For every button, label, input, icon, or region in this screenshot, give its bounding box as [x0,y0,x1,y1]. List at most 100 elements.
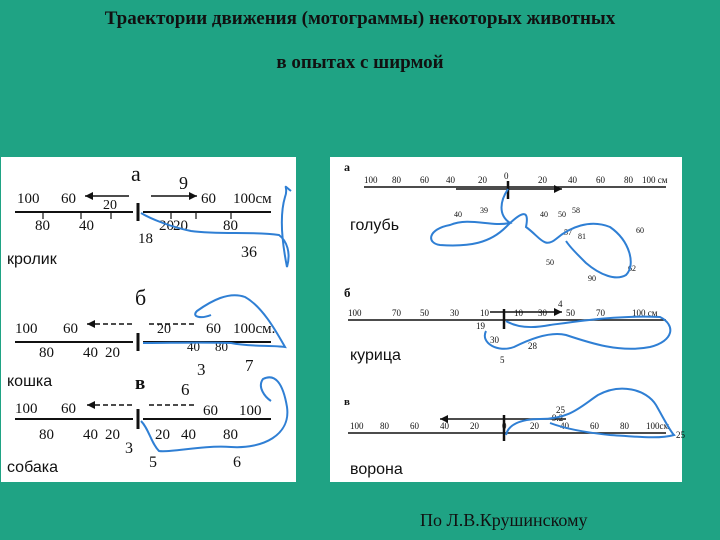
ra-tick-2: 60 [420,175,430,185]
rc-arrowhead [440,415,448,423]
rc-tick-1: 80 [380,421,390,431]
c-tick-top-1: 60 [61,401,76,417]
rc-tick-7: 40 [560,421,570,431]
ra-trajectory [430,188,632,279]
rb-tick-9: 100 см [632,308,658,318]
b-letter: б [135,285,146,310]
b-n2: 7 [245,356,254,375]
rc-tick-3: 40 [440,421,450,431]
rb-arrowhead [554,308,562,316]
rb-num-2: 30 [490,335,500,345]
rc-tick-0: 100 [350,421,364,431]
c-tick-top-3: 100 [239,403,262,419]
rc-trajectory [505,387,676,439]
rb-tick-4: 10 [480,308,490,318]
c-tick-bot-3: 20 [155,427,170,443]
a-tick-bot-1: 40 [79,218,94,234]
ra-nums: 40 39 40 50 58 57 81 60 62 50 90 [454,206,644,283]
b-n1: 3 [197,360,206,379]
a-tick-bot-2: 80 [223,218,238,234]
b-tick-top-1: 60 [63,321,78,337]
a-near: 20 [103,198,117,213]
animal-label-dog: собака [7,459,59,476]
rc-tick-2: 60 [410,421,420,431]
a-tick-top-2: 60 [201,191,216,207]
ra-tick-4: 20 [478,175,488,185]
ra-num-0: 40 [454,210,462,219]
ra-tick-6: 20 [538,175,548,185]
ra-num-10: 90 [588,274,596,283]
rb-tick-2: 50 [420,308,430,318]
rc-tick-4: 20 [470,421,480,431]
a-arrowhead-left [85,192,93,200]
b-tick-top-0: 100 [15,321,38,337]
animal-label-cat: кошка [7,373,53,390]
a-tick-top-3: 100см [233,191,272,207]
c-n3: 5 [149,454,157,471]
rb-nums: 4 19 30 28 5 [476,299,563,365]
rb-trajectory [483,315,672,350]
rc-num-2: 25 [676,430,686,440]
rb-num-3: 28 [528,341,538,351]
ra-tick-8: 60 [596,175,606,185]
c-tick-bot-4: 40 [181,427,196,443]
rb-tick-8: 70 [596,308,606,318]
b-tick-bot-4: 80 [215,339,228,354]
c-tick-top-0: 100 [15,401,38,417]
rb-num-4: 5 [500,355,505,365]
credit: По Л.В.Крушинскому [420,510,588,530]
right-diagram: а 100 80 60 40 20 0 20 40 60 80 100 см 4… [344,160,686,441]
ra-num-4: 58 [572,206,580,215]
b-tick-bot-2: 20 [105,345,120,361]
left-diagram: а 100 60 9 60 100см 20 80 40 20 20 80 18… [15,161,292,471]
c-tick-bot-2: 20 [105,427,120,443]
c-tick-top-2: 60 [203,403,218,419]
c-n1: 6 [181,380,190,399]
a-arrowhead-right [189,192,197,200]
b-tick-bot-0: 80 [39,345,54,361]
a-letter: а [131,161,141,186]
rb-tick-7: 50 [566,308,576,318]
a-tick-bot-0: 80 [35,218,50,234]
rb-tick-6: 30 [538,308,548,318]
c-tick-bot-1: 40 [83,427,98,443]
rb-tick-3: 30 [450,308,460,318]
ra-tick-10: 100 см [642,175,668,185]
animal-label-rabbit: кролик [7,251,57,268]
a-extra: 36 [241,244,257,261]
ra-letter: а [344,160,350,174]
ra-num-5: 57 [564,228,572,237]
title-line-2: в опытах с ширмой [276,52,444,73]
rc-ticks: 100 80 60 40 20 0 20 40 60 80 100см [350,421,669,431]
a-tick-mid-1: 20 [173,218,188,234]
rb-num-1: 19 [476,321,486,331]
ra-num-1: 39 [480,206,488,215]
ra-num-3: 50 [558,210,566,219]
ra-tick-7: 40 [568,175,578,185]
rb-tick-0: 100 [348,308,362,318]
rb-tick-1: 70 [392,308,402,318]
rc-tick-10: 100см [646,421,669,431]
c-trajectory [140,376,289,453]
a-tick-top-1: 60 [61,191,76,207]
b-tick-bot-3: 40 [187,339,200,354]
ra-num-8: 62 [628,264,636,273]
title-line-1: Траектории движения (мотограммы) некотор… [104,8,616,29]
rc-tick-6: 20 [530,421,540,431]
a-num: 9 [179,173,188,193]
c-n2: 3 [125,440,133,457]
rb-tick-5: 10 [514,308,524,318]
b-tick-top-4: 100см. [233,321,275,337]
ra-ticks: 100 80 60 40 20 0 20 40 60 80 100 см [364,171,668,185]
c-tick-bot-5: 80 [223,427,238,443]
ra-num-9: 50 [546,258,554,267]
rb-ticks: 100 70 50 30 10 10 30 50 70 100 см [348,308,658,318]
ra-tick-0: 100 [364,175,378,185]
left-panel: а 100 60 9 60 100см 20 80 40 20 20 80 18… [1,157,296,482]
b-arrowhead-left [87,320,95,328]
ra-tick-3: 40 [446,175,456,185]
rc-tick-9: 80 [620,421,630,431]
ra-tick-9: 80 [624,175,634,185]
c-n4: 6 [233,454,241,471]
rb-num-0: 4 [558,299,563,309]
